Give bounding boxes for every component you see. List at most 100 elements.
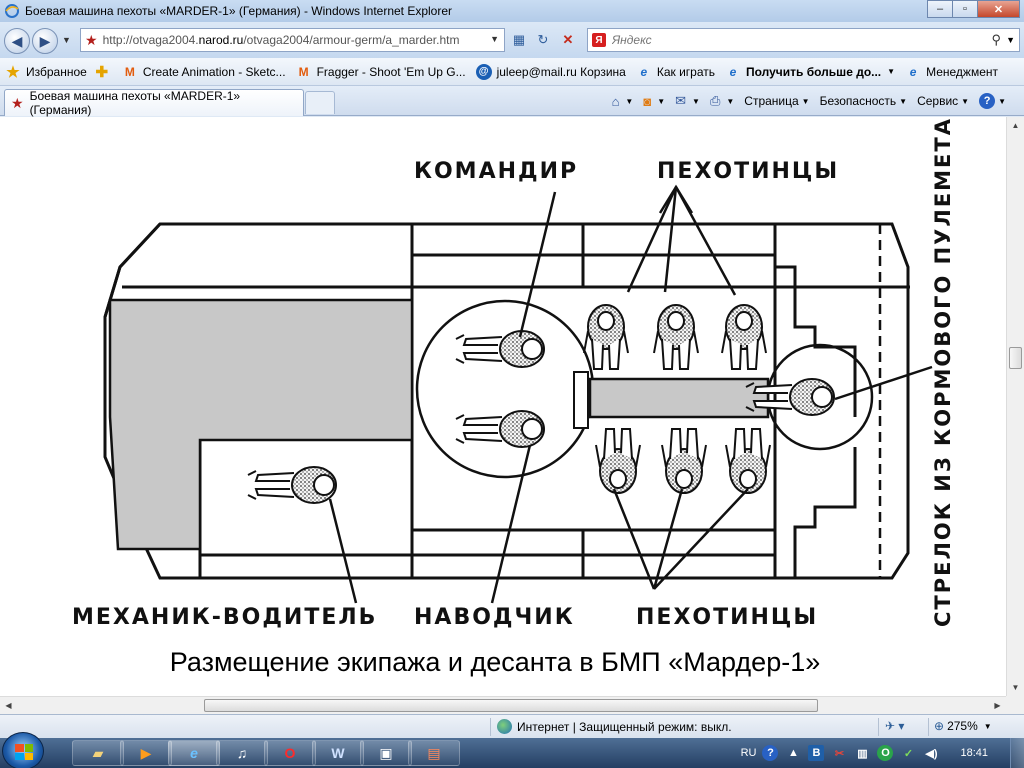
- fav-item-mail[interactable]: @ juleep@mail.ru Корзина: [471, 61, 631, 83]
- chevron-down-icon: ▼: [899, 96, 908, 106]
- print-button[interactable]: ⎙▼: [710, 93, 734, 109]
- infantry-figure: [661, 428, 707, 494]
- stop-icon[interactable]: ✕: [562, 32, 574, 47]
- help-menu[interactable]: ?▼: [979, 93, 1006, 109]
- address-dropdown[interactable]: ▼: [490, 34, 499, 44]
- close-button[interactable]: ✕: [977, 0, 1020, 18]
- status-bar: Интернет | Защищенный режим: выкл. ✈ ▾ ⊕…: [0, 714, 1024, 738]
- chevron-down-icon: ▼: [657, 96, 666, 106]
- favorites-button[interactable]: ★ Избранное: [6, 63, 87, 81]
- url-text: http://otvaga2004.narod.ru/otvaga2004/ar…: [102, 33, 460, 47]
- refresh-icon[interactable]: ↻: [537, 32, 549, 47]
- forward-button[interactable]: ▶: [32, 28, 58, 54]
- volume-icon[interactable]: ◀): [925, 747, 938, 760]
- horizontal-scroll-thumb[interactable]: [204, 699, 818, 712]
- fav-item-fragger[interactable]: M Fragger - Shoot 'Em Up G...: [291, 61, 471, 83]
- search-box[interactable]: Я ⚲ ▼: [587, 28, 1020, 52]
- fav-item-get-more[interactable]: e Получить больше до... ▼: [720, 61, 900, 83]
- clock[interactable]: 18:41: [960, 747, 988, 759]
- new-tab-button[interactable]: [305, 91, 335, 114]
- mail-button[interactable]: ✉▼: [675, 93, 700, 109]
- shield-tray-icon[interactable]: ✓: [903, 747, 914, 760]
- fav-item-management[interactable]: e Менеджмент: [900, 61, 1003, 83]
- taskbar-word[interactable]: W: [312, 740, 364, 766]
- tools-menu[interactable]: Сервис▼: [917, 94, 970, 108]
- search-input[interactable]: [612, 33, 972, 47]
- back-button[interactable]: ◀: [4, 28, 30, 54]
- window-controls: – ▫ ✕: [927, 0, 1020, 18]
- commander-figure: [455, 330, 545, 368]
- vertical-scroll-thumb[interactable]: [1009, 347, 1022, 369]
- gunner-figure: [455, 410, 545, 448]
- chevron-down-icon: ▼: [887, 67, 896, 76]
- tab-marder[interactable]: ★ Боевая машина пехоты «MARDER-1» (Герма…: [4, 89, 304, 117]
- maximize-button[interactable]: ▫: [952, 0, 978, 18]
- favorites-star-icon: ★: [6, 63, 20, 81]
- horizontal-scrollbar[interactable]: ◀ ▶: [0, 696, 1006, 714]
- status-divider: [928, 718, 929, 736]
- taskbar-opera[interactable]: O: [264, 740, 316, 766]
- protection-icon[interactable]: ✈ ▾: [885, 719, 905, 733]
- history-dropdown[interactable]: ▼: [62, 35, 71, 45]
- status-divider: [490, 718, 491, 736]
- site-favicon-icon: ★: [85, 31, 98, 48]
- scroll-left-icon[interactable]: ◀: [5, 701, 12, 710]
- scroll-up-icon[interactable]: ▲: [1011, 121, 1020, 130]
- feeds-button[interactable]: ◙▼: [643, 94, 665, 109]
- diagram-caption: Размещение экипажа и десанта в БМП «Мард…: [169, 647, 821, 677]
- chevron-up-icon[interactable]: ▲: [788, 747, 799, 759]
- label-commander: КОМАНДИР: [414, 159, 579, 184]
- taskbar-internet-explorer[interactable]: e: [168, 740, 220, 766]
- troop-bench: [588, 377, 770, 419]
- search-dropdown[interactable]: ▼: [1006, 35, 1015, 45]
- mail-icon: ✉: [675, 93, 687, 108]
- status-tray-icon[interactable]: O: [877, 745, 894, 761]
- scroll-down-icon[interactable]: ▼: [1011, 683, 1020, 692]
- vertical-scrollbar[interactable]: ▲ ▼: [1006, 117, 1024, 696]
- show-desktop-button[interactable]: [1010, 738, 1024, 768]
- rss-icon: ◙: [643, 93, 652, 109]
- taskbar-media-player[interactable]: ▶: [120, 740, 172, 766]
- mail-at-icon: @: [475, 63, 492, 80]
- m-site-icon: M: [298, 64, 309, 79]
- zoom-control[interactable]: ⊕ 275% ▼: [934, 719, 992, 733]
- compatibility-icon[interactable]: ▦: [512, 32, 526, 47]
- tool-tray-icon[interactable]: ✂: [834, 747, 845, 760]
- security-zone[interactable]: Интернет | Защищенный режим: выкл.: [497, 719, 732, 734]
- help-tray-icon[interactable]: ?: [762, 745, 779, 761]
- crew-layout-diagram: [103, 184, 933, 604]
- chevron-down-icon: ▼: [692, 96, 700, 106]
- page-menu[interactable]: Страница▼: [744, 94, 810, 108]
- search-icon[interactable]: ⚲: [991, 32, 1001, 47]
- minimize-button[interactable]: –: [927, 0, 953, 18]
- taskbar-window[interactable]: ▣: [360, 740, 412, 766]
- ie-page-icon: e: [909, 64, 917, 79]
- command-bar: ⌂▼ ◙▼ ✉▼ ⎙▼ Страница▼ Безопасность▼ Серв…: [602, 91, 1006, 111]
- presentation-icon: ▤: [427, 744, 441, 761]
- scroll-right-icon[interactable]: ▶: [994, 701, 1001, 710]
- fav-item-how-to-play[interactable]: e Как играть: [631, 61, 720, 83]
- language-indicator[interactable]: RU: [740, 747, 757, 759]
- taskbar-explorer[interactable]: ▰: [72, 740, 124, 766]
- safety-menu[interactable]: Безопасность▼: [819, 94, 908, 108]
- home-button[interactable]: ⌂▼: [612, 94, 634, 109]
- vk-tray-icon[interactable]: B: [808, 745, 825, 761]
- address-bar[interactable]: ★ http://otvaga2004.narod.ru/otvaga2004/…: [80, 28, 505, 52]
- taskbar-powerpoint[interactable]: ▤: [408, 740, 460, 766]
- zoom-icon: ⊕: [934, 719, 945, 733]
- ie-page-icon: e: [640, 64, 648, 79]
- start-button[interactable]: [2, 732, 44, 768]
- internet-globe-icon: [497, 719, 512, 734]
- add-favorite-icon: ✚: [95, 63, 109, 81]
- taskbar-itunes[interactable]: ♫: [216, 740, 268, 766]
- fav-item-create-animation[interactable]: M Create Animation - Sketc...: [117, 61, 291, 83]
- word-icon: W: [331, 745, 345, 761]
- infantry-figure: [721, 304, 767, 370]
- chevron-down-icon: ▼: [983, 721, 992, 731]
- add-favorite-button[interactable]: ✚: [92, 61, 117, 83]
- network-tray-icon[interactable]: ▥: [857, 747, 868, 760]
- ie-icon: e: [190, 745, 198, 761]
- windows-logo-icon: [15, 744, 33, 760]
- chevron-down-icon: ▼: [801, 96, 810, 106]
- page-content: КОМАНДИР ПЕХОТИНЦЫ МЕХАНИК-ВОДИТЕЛЬ НАВО…: [0, 117, 1006, 696]
